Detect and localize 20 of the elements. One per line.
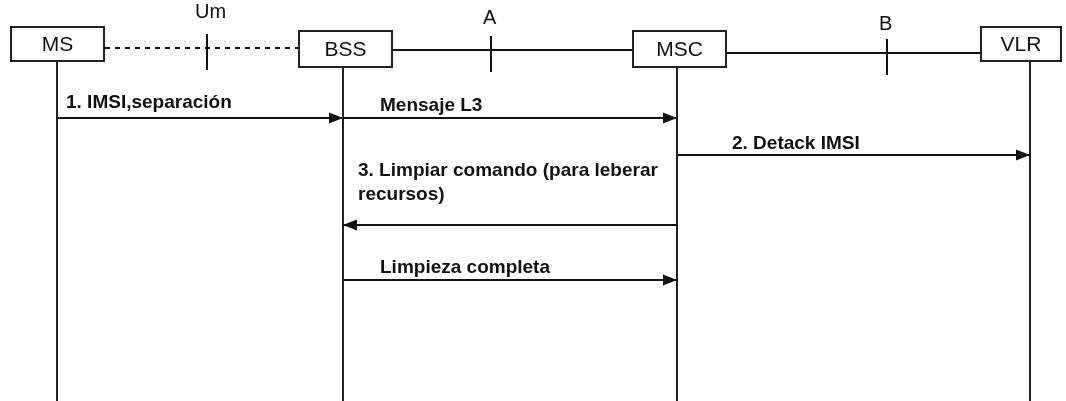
entity-box: MS	[10, 26, 105, 62]
message-label: Limpieza completa	[380, 255, 551, 279]
interface-label: B	[879, 12, 893, 35]
interface-line	[726, 52, 981, 54]
message-label: 2. Detack IMSI	[732, 131, 861, 155]
interface-label: Um	[195, 0, 227, 23]
message-arrow	[342, 274, 678, 286]
entity-box: MSC	[632, 30, 727, 68]
entity-box: BSS	[298, 30, 393, 68]
message-arrow	[342, 219, 678, 231]
entity-box: VLR	[980, 26, 1062, 62]
interface-label: A	[483, 6, 497, 29]
interface-line	[392, 49, 633, 51]
message-label: 1. IMSI,separación	[66, 90, 233, 114]
message-arrow	[56, 112, 344, 124]
interface-line	[104, 47, 299, 49]
message-label: Mensaje L3	[380, 93, 484, 117]
message-label: 3. Limpiar comando (para leberar recursos)	[358, 158, 658, 206]
message-arrow	[342, 112, 678, 124]
message-arrow	[676, 149, 1031, 161]
